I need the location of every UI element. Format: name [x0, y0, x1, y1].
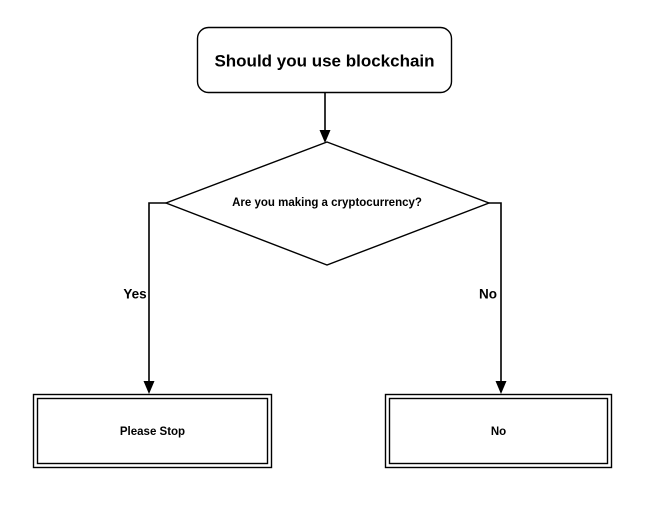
node-terminal-no-outer — [384, 393, 613, 469]
node-terminal-please-stop-inner — [36, 397, 269, 465]
connector-decision-to-no — [489, 202, 507, 394]
node-decision[interactable]: Are you making a cryptocurrency? — [164, 141, 491, 266]
node-terminal-please-stop-label: Please Stop — [120, 426, 185, 438]
node-start-shape — [196, 26, 453, 94]
node-terminal-please-stop-outer — [32, 393, 273, 469]
node-terminal-no-inner — [388, 397, 609, 465]
node-start-label: Should you use blockchain — [214, 51, 434, 70]
node-start[interactable]: Should you use blockchain — [196, 26, 453, 94]
node-terminal-no[interactable]: No — [384, 393, 613, 469]
edge-label-no: No — [479, 287, 497, 302]
edge-label-yes: Yes — [123, 287, 146, 302]
node-decision-shape — [164, 141, 491, 266]
connector-decision-to-yes — [143, 202, 166, 394]
node-terminal-please-stop[interactable]: Please Stop — [32, 393, 273, 469]
arrowhead-down-icon — [495, 381, 507, 394]
arrowhead-down-icon — [143, 381, 155, 394]
node-decision-label: Are you making a cryptocurrency? — [232, 197, 422, 209]
arrowhead-down-icon — [319, 130, 331, 143]
connector-start-to-decision — [319, 93, 331, 143]
node-terminal-no-label: No — [491, 426, 506, 438]
